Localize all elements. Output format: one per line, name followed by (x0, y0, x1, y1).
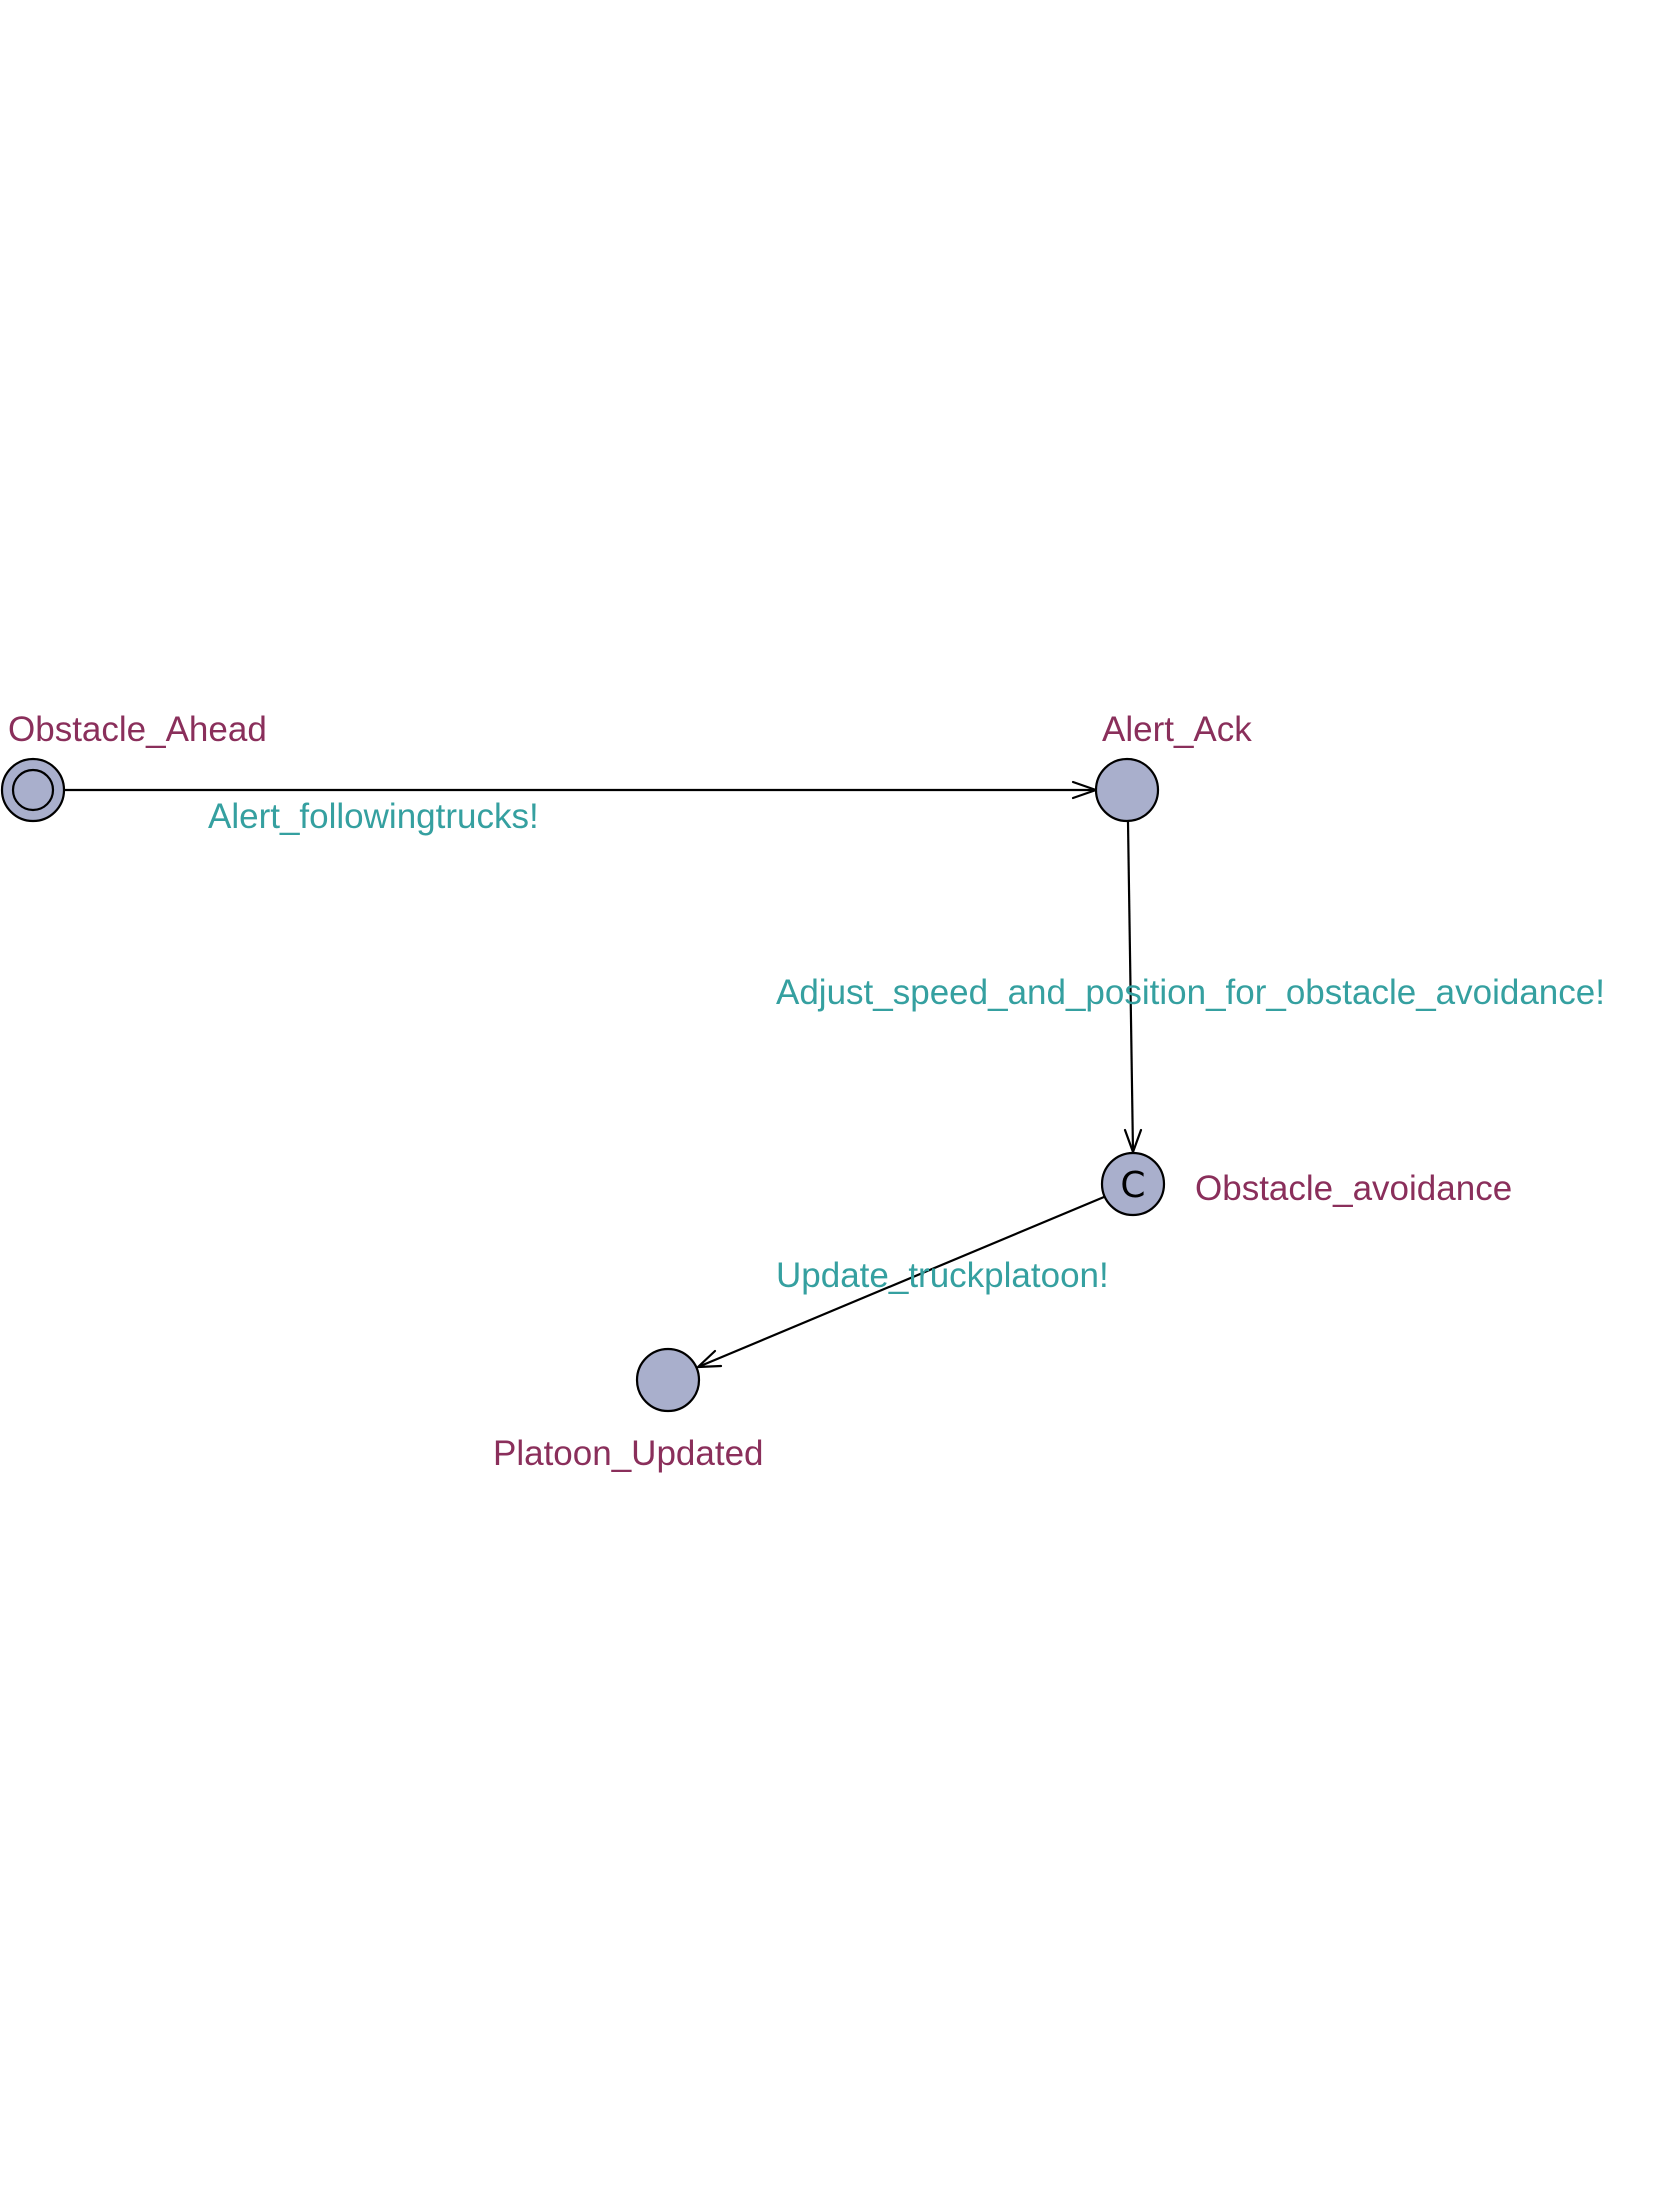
state-obstacle-avoidance[interactable]: C (1100, 1151, 1166, 1217)
edge-label-alert-following: Alert_followingtrucks! (208, 797, 539, 836)
state-circle-obstacle-avoidance (1100, 1151, 1166, 1217)
committed-marker-icon: C (1120, 1165, 1145, 1206)
arrowhead-update-platoon (696, 1349, 723, 1369)
state-circle-obstacle-ahead (0, 757, 66, 823)
transition-update-platoon[interactable] (696, 1195, 1105, 1369)
state-alert-ack[interactable] (1094, 757, 1160, 823)
state-label-alert-ack: Alert_Ack (1102, 710, 1252, 749)
state-label-platoon-updated: Platoon_Updated (493, 1434, 764, 1473)
edge-label-update-platoon: Update_truckplatoon! (776, 1256, 1109, 1295)
state-label-obstacle-avoidance: Obstacle_avoidance (1195, 1169, 1512, 1208)
state-circle-platoon-updated (635, 1347, 701, 1413)
edge-line-update-platoon (697, 1195, 1105, 1369)
state-obstacle-ahead[interactable] (0, 757, 66, 823)
edge-label-adjust-speed: Adjust_speed_and_position_for_obstacle_a… (776, 973, 1605, 1012)
state-label-obstacle-ahead: Obstacle_Ahead (8, 710, 267, 749)
edge-line-adjust-speed (1126, 821, 1135, 1153)
state-platoon-updated[interactable] (635, 1347, 701, 1413)
state-circle-alert-ack (1094, 757, 1160, 823)
initial-state-marker-icon (11, 768, 55, 812)
transition-alert-following[interactable] (64, 780, 1098, 800)
